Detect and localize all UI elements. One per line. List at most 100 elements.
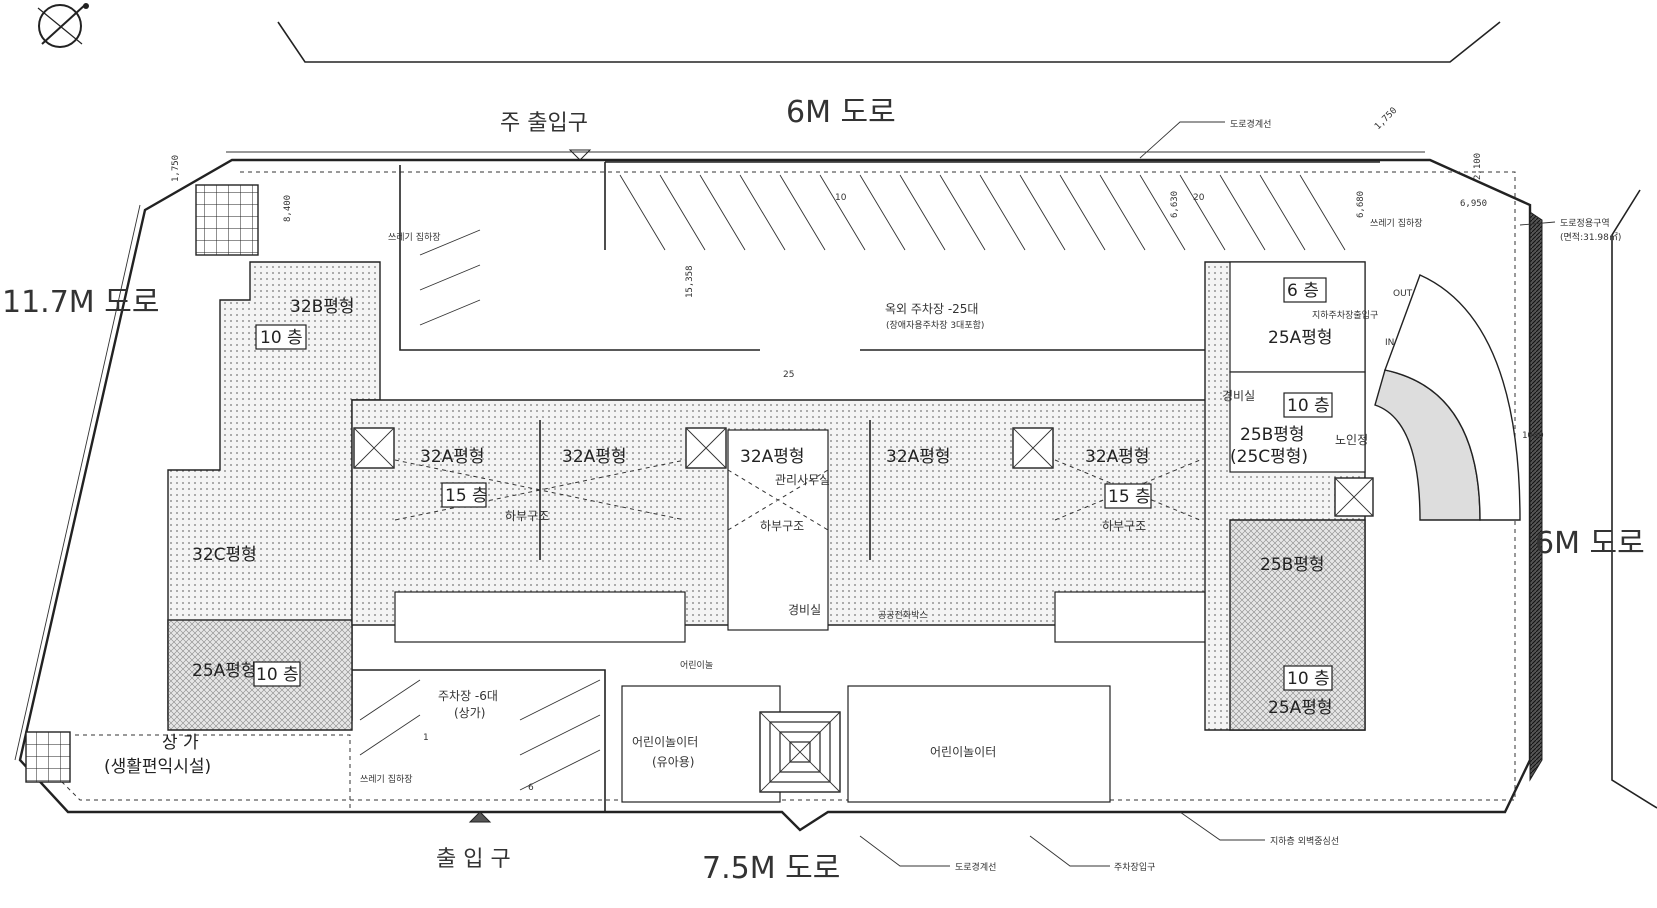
leader-line	[1029, 835, 1110, 867]
playground-infant	[621, 685, 781, 803]
floor-badge: 6 층	[1287, 281, 1319, 301]
facility-label: 쓰레기 집하장	[1370, 217, 1423, 229]
road-label-right: 6M 도로	[1535, 526, 1645, 561]
unit-label: 25A평형	[192, 661, 257, 681]
facility-label: 주차장 -6대	[438, 689, 498, 703]
unit-label: 25A평형	[1268, 698, 1333, 718]
facility-label: 상 가	[162, 733, 199, 753]
facility-note: (생활편익시설)	[104, 757, 211, 777]
dimension: 8,400	[283, 195, 293, 222]
annotation: (면적:31.98㎡)	[1560, 231, 1621, 243]
floor-badge: 10 층	[1287, 396, 1330, 416]
unit-label: 32A평형	[740, 447, 805, 467]
stall-number: 6	[528, 783, 534, 793]
floor-badge: 15 층	[445, 486, 488, 506]
facility-label: 하부구조	[760, 519, 804, 533]
facility-label: 옥외 주차장 -25대	[885, 302, 978, 316]
facility-label: 하부구조	[505, 509, 549, 523]
facility-note: (유아용)	[652, 755, 694, 769]
dimension: 6,630	[1170, 191, 1180, 218]
dimension: 2,100	[1473, 153, 1483, 180]
dimension: 1,750	[171, 155, 181, 182]
parking-stalls-left	[419, 229, 481, 326]
facility-label: 공공전화박스	[878, 610, 928, 621]
stall-number: 20	[1193, 193, 1205, 203]
dimension: 6,950	[1460, 199, 1487, 209]
unit-label: 25B평형	[1240, 425, 1305, 445]
facility-label: 어린이놀이터	[632, 735, 698, 749]
facility-label: 쓰레기 집하장	[388, 231, 441, 243]
floor-badge: 15 층	[1108, 487, 1151, 507]
facility-note: (상가)	[454, 706, 485, 720]
parking-stalls-top	[619, 174, 1346, 251]
annotation: 주차장입구	[1114, 861, 1155, 873]
north-arrow-icon	[37, 3, 89, 48]
road-label-left: 11.7M 도로	[2, 285, 159, 320]
road-line	[14, 151, 1425, 761]
leader-line	[1179, 811, 1265, 841]
management-block	[727, 429, 829, 631]
floor-badge: 10 층	[256, 665, 299, 685]
facility-label: 어린이놀이터	[930, 745, 996, 759]
parking-top	[604, 161, 1380, 250]
commercial-outline	[75, 734, 351, 812]
road-strip	[1529, 211, 1543, 782]
stall-number: 1	[423, 733, 429, 743]
facility-label: 관리사무실	[775, 473, 830, 487]
annotation: 도로경계선	[955, 861, 996, 873]
ramp-label: IN	[1385, 338, 1394, 348]
facility-label: 경비실	[1222, 389, 1255, 403]
corridor	[1054, 591, 1211, 643]
facility-label: 쓰레기 집하장	[360, 773, 413, 785]
pyramid-icon	[759, 711, 841, 793]
dimension: 6,680	[1356, 191, 1366, 218]
floor-badge: 10 층	[260, 328, 303, 348]
corner-grid	[195, 184, 259, 256]
annotation: 지하층 외벽중심선	[1270, 835, 1339, 847]
entrance-marker-icon	[568, 149, 592, 161]
unit-label: 32C평형	[192, 545, 257, 565]
playground	[847, 685, 1111, 803]
ramp-label: OUT	[1393, 289, 1413, 299]
dimension: 15,358	[685, 265, 695, 298]
facility-label: 하부구조	[1102, 519, 1146, 533]
leader-line	[1519, 221, 1556, 226]
parking-bottom	[352, 669, 606, 812]
facility-label: 지하주차장출입구	[1312, 309, 1378, 321]
main-entrance-label: 주 출입구	[500, 111, 588, 136]
facility-label: 경비실	[788, 603, 821, 617]
unit-label: 32A평형	[1085, 447, 1150, 467]
annotation: 도로정용구역	[1560, 218, 1610, 229]
road-label-bottom: 7.5M 도로	[702, 851, 840, 886]
unit-label: 25B평형	[1260, 555, 1325, 575]
unit-label: 32B평형	[290, 297, 355, 317]
underground-outline	[39, 171, 1516, 801]
corner-grid	[25, 731, 71, 783]
unit-label: 32A평형	[420, 447, 485, 467]
driveway-edge	[399, 165, 1205, 351]
dimension: 1,750	[1373, 106, 1399, 132]
stall-number: 10	[835, 193, 847, 203]
bottom-entrance-label: 출 입 구	[436, 847, 511, 872]
dimension: 1000	[1522, 431, 1544, 441]
annotation: 도로경계선	[1230, 118, 1271, 130]
unit-label: 25A평형	[1268, 328, 1333, 348]
unit-label: 32A평형	[886, 447, 951, 467]
unit-25b-top	[1229, 371, 1366, 473]
road-label-top: 6M 도로	[786, 95, 896, 130]
leader-line	[859, 835, 950, 867]
facility-label: 노인정	[1335, 433, 1368, 447]
floor-badge: 10 층	[1287, 669, 1330, 689]
parking-stalls-bottom	[359, 679, 601, 791]
leader-line	[1139, 121, 1225, 159]
stall-number: 25	[783, 370, 794, 380]
unit-label: 32A평형	[562, 447, 627, 467]
entrance-marker-icon	[468, 811, 492, 823]
road-edge-right	[1611, 189, 1657, 809]
unit-label: (25C평형)	[1230, 447, 1308, 467]
corridor	[394, 591, 686, 643]
ramp-outer	[1384, 274, 1521, 521]
facility-label: 어린이놀	[680, 660, 713, 671]
road-edge-top	[277, 21, 1501, 63]
